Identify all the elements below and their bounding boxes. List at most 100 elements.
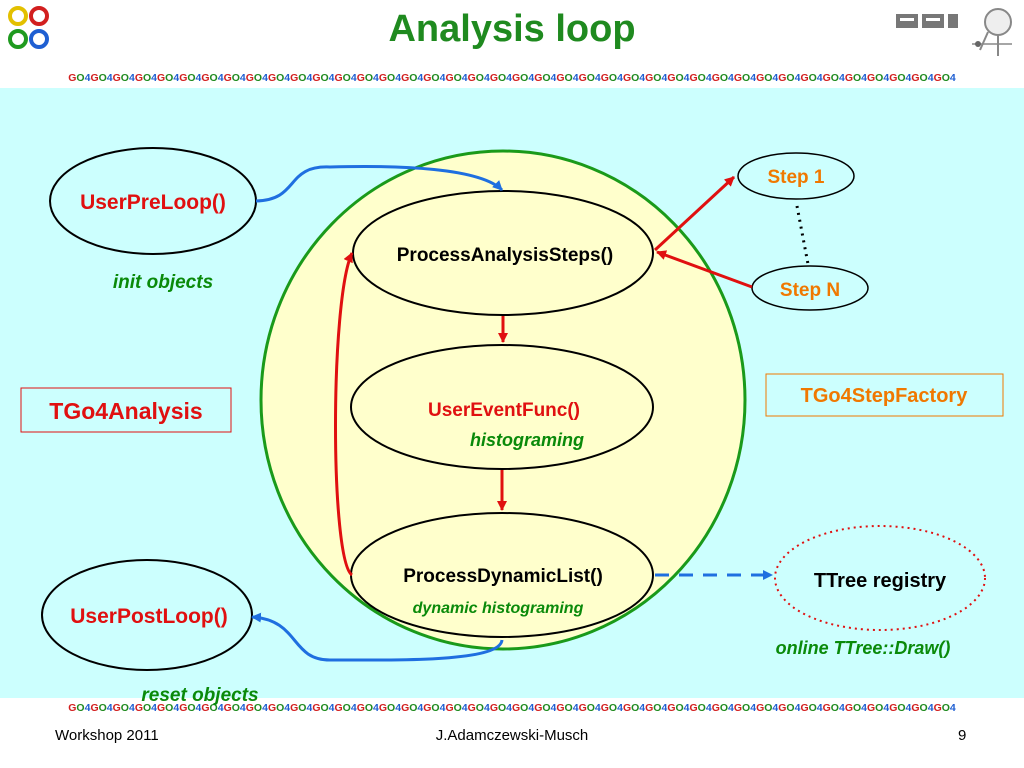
arrow-dynamic-to-postloop — [251, 612, 504, 662]
go4-pattern-letter: O — [165, 702, 174, 714]
go4-pattern-letter: O — [897, 72, 906, 84]
go4-pattern-letter: 4 — [550, 702, 557, 714]
go4-pattern-letter: 4 — [838, 702, 845, 714]
go4-pattern-letter: 4 — [861, 72, 867, 84]
go4-pattern-letter: O — [209, 702, 218, 714]
go4-pattern-letter: O — [542, 702, 551, 714]
go4-pattern-letter: G — [844, 702, 853, 714]
slide-title: Analysis loop — [388, 8, 636, 50]
user-event-func-node[interactable] — [350, 344, 654, 470]
go4-pattern-letter: G — [245, 72, 254, 84]
process-analysis-steps-node[interactable] — [352, 190, 654, 316]
go4-pattern-letter: G — [467, 72, 476, 84]
go4-pattern-letter: 4 — [816, 72, 823, 84]
go4-pattern-letter: O — [608, 702, 618, 714]
go4-pattern-letter: G — [112, 702, 121, 714]
ttree-registry-node[interactable] — [774, 525, 986, 631]
go4-pattern-letter: O — [298, 72, 307, 84]
go4-pattern-letter: O — [808, 72, 817, 84]
go4-pattern-letter: O — [764, 72, 773, 84]
go4-pattern-letter: O — [76, 702, 85, 714]
go4-pattern-letter: O — [98, 702, 107, 714]
stepn-node[interactable] — [751, 265, 869, 311]
go4-pattern-letter: 4 — [705, 72, 712, 84]
arrow-loop-back — [334, 252, 354, 577]
go4-pattern-letter: 4 — [461, 702, 468, 714]
preloop-note: init objects — [113, 272, 213, 293]
go4-pattern-letter: 4 — [350, 702, 357, 714]
go4-pattern-letter: 4 — [617, 702, 623, 714]
go4-pattern-letter: O — [542, 72, 551, 84]
step1-node[interactable] — [737, 152, 855, 200]
go4-pattern-letter: G — [756, 72, 765, 84]
event-func-label: UserEventFunc() — [428, 400, 580, 421]
go4-pattern-letter: O — [719, 702, 729, 714]
go4-pattern-letter: G — [512, 702, 521, 714]
go4-pattern-letter: 4 — [217, 72, 224, 84]
go4-pattern-letter: O — [209, 72, 218, 84]
go4-pattern-letter: O — [586, 72, 595, 84]
go4-pattern-letter: O — [564, 702, 573, 714]
go4-pattern-letter: O — [941, 72, 950, 84]
go4-pattern-letter: O — [387, 702, 396, 714]
go4-pattern-letter: G — [534, 72, 543, 84]
dynamic-list-label: ProcessDynamicList() — [403, 566, 603, 587]
go4-pattern-letter: 4 — [861, 702, 867, 714]
go4-pattern-letter: G — [600, 72, 609, 84]
go4-pattern-letter: O — [631, 72, 640, 84]
go4-pattern-letter: G — [911, 72, 920, 84]
tgo4analysis-box — [20, 387, 232, 433]
go4-pattern-letter: O — [142, 72, 152, 84]
go4-pattern-letter: 4 — [417, 72, 424, 84]
go4-pattern-letter: G — [822, 72, 831, 84]
go4-pattern-letter: 4 — [528, 72, 535, 84]
go4-pattern-letter: G — [445, 72, 454, 84]
go4-pattern-letter: O — [875, 702, 884, 714]
go4-pattern-letter: O — [586, 702, 595, 714]
go4-pattern-letter: 4 — [151, 72, 157, 84]
go4-pattern-letter: O — [520, 702, 529, 714]
go4-pattern-letter: O — [342, 702, 351, 714]
go4-pattern-letter: G — [312, 72, 321, 84]
go4-pattern-letter: 4 — [173, 72, 180, 84]
go4-pattern-letter: G — [689, 72, 698, 84]
go4-pattern-letter: G — [290, 72, 299, 84]
go4-pattern-letter: 4 — [84, 702, 91, 714]
go4-pattern-letter: G — [622, 72, 632, 84]
go4-pattern-letter: 4 — [794, 702, 801, 714]
go4-pattern-letter: O — [675, 702, 684, 714]
go4-pattern-letter: G — [844, 72, 853, 84]
go4-pattern-letter: O — [675, 72, 684, 84]
go4-pattern-letter: G — [534, 702, 543, 714]
go4-pattern-letter: 4 — [373, 72, 379, 84]
go4-pattern-letter: O — [631, 702, 640, 714]
go4-pattern-letter: G — [889, 72, 898, 84]
go4-pattern-letter: O — [653, 72, 662, 84]
go4-logo-icon — [8, 6, 49, 49]
go4-pattern-letter: G — [733, 72, 743, 84]
go4-pattern-letter: 4 — [639, 702, 646, 714]
go4-pattern-letter: O — [231, 702, 240, 714]
go4-pattern-letter: 4 — [106, 702, 113, 714]
go4-pattern-letter: G — [179, 702, 188, 714]
go4-pattern-letter: O — [719, 72, 729, 84]
go4-pattern-letter: G — [645, 72, 654, 84]
go4-pattern-letter: O — [431, 72, 440, 84]
go4-pattern-letter: O — [320, 72, 329, 84]
go4-pattern-letter: G — [711, 72, 720, 84]
go4-pattern-letter: O — [364, 702, 374, 714]
go4-pattern-letter: 4 — [328, 72, 335, 84]
go4-pattern-letter: 4 — [173, 702, 180, 714]
go4-pattern-letter: 4 — [373, 702, 379, 714]
go4-pattern-letter: 4 — [395, 72, 402, 84]
go4-pattern-letter: O — [564, 72, 573, 84]
go4-pattern-letter: 4 — [528, 702, 535, 714]
event-func-note: histograming — [470, 430, 584, 450]
go4-pattern-letter: G — [334, 72, 343, 84]
go4-pattern-letter: 4 — [750, 72, 757, 84]
go4-pattern-letter: O — [409, 702, 418, 714]
go4-pattern-letter: 4 — [239, 702, 246, 714]
go4-pattern-letter: 4 — [750, 702, 757, 714]
go4-pattern-letter: O — [919, 702, 928, 714]
